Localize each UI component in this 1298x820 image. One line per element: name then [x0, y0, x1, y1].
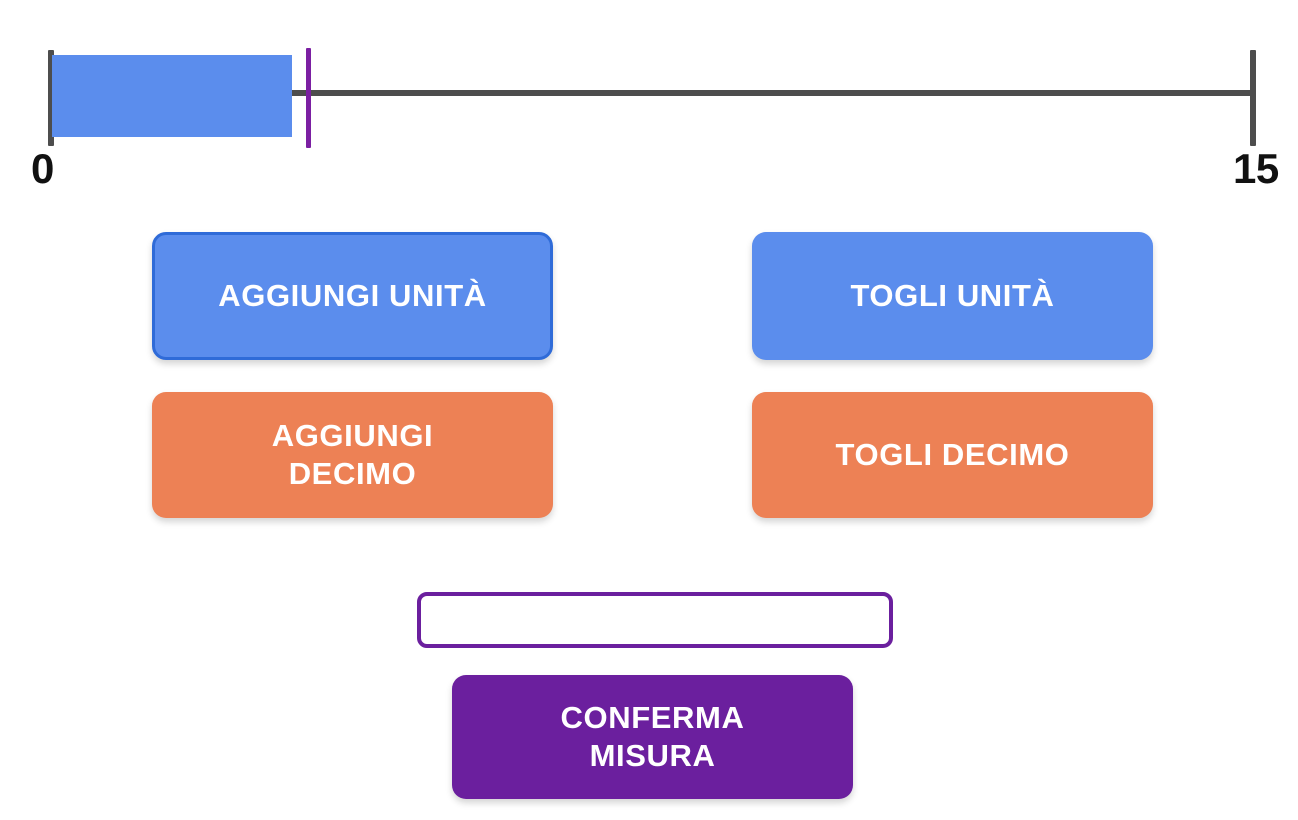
remove-tenth-button[interactable]: TOGLI DECIMO [752, 392, 1153, 518]
measure-input[interactable] [417, 592, 893, 648]
ruler-tick-end [1250, 50, 1256, 146]
add-unit-button[interactable]: AGGIUNGI UNITÀ [152, 232, 553, 360]
confirm-measure-button[interactable]: CONFERMA MISURA [452, 675, 853, 799]
ruler-slider[interactable]: 0 15 [0, 0, 1298, 200]
ruler-tick-start [48, 50, 54, 146]
ruler-fill-bar [52, 55, 292, 137]
ruler-track [50, 90, 1254, 96]
add-tenth-button[interactable]: AGGIUNGI DECIMO [152, 392, 553, 518]
ruler-label-end: 15 [1233, 145, 1279, 192]
ruler-position-marker[interactable] [306, 48, 311, 148]
remove-unit-button[interactable]: TOGLI UNITÀ [752, 232, 1153, 360]
ruler-label-start: 0 [31, 145, 54, 192]
